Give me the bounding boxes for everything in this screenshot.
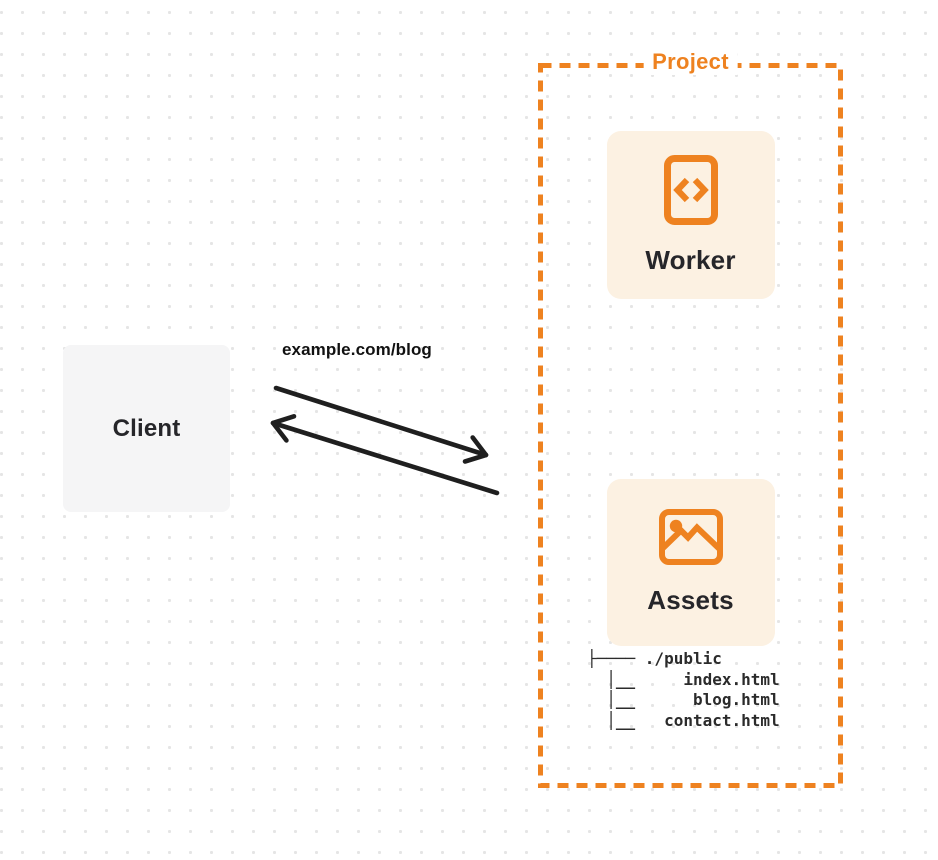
worker-label: Worker xyxy=(645,244,736,275)
request-url-label: example.com/blog xyxy=(282,340,432,359)
request-arrow xyxy=(273,385,489,464)
client-label: Client xyxy=(112,414,181,442)
code-file-icon xyxy=(663,154,718,225)
worker-card: Worker xyxy=(606,131,775,299)
response-arrow xyxy=(270,413,500,496)
project-dashed-border xyxy=(538,63,843,788)
request-response-arrows xyxy=(270,385,500,496)
project-title: Project xyxy=(643,49,738,75)
file-tree: ├──── ./public │__ index.html │__ blog.h… xyxy=(587,649,780,730)
project-container: Project Worker Assets xyxy=(538,49,843,788)
image-icon xyxy=(658,509,723,565)
assets-card: Assets xyxy=(606,479,775,646)
assets-label: Assets xyxy=(647,585,734,615)
client-node: Client xyxy=(63,345,230,512)
